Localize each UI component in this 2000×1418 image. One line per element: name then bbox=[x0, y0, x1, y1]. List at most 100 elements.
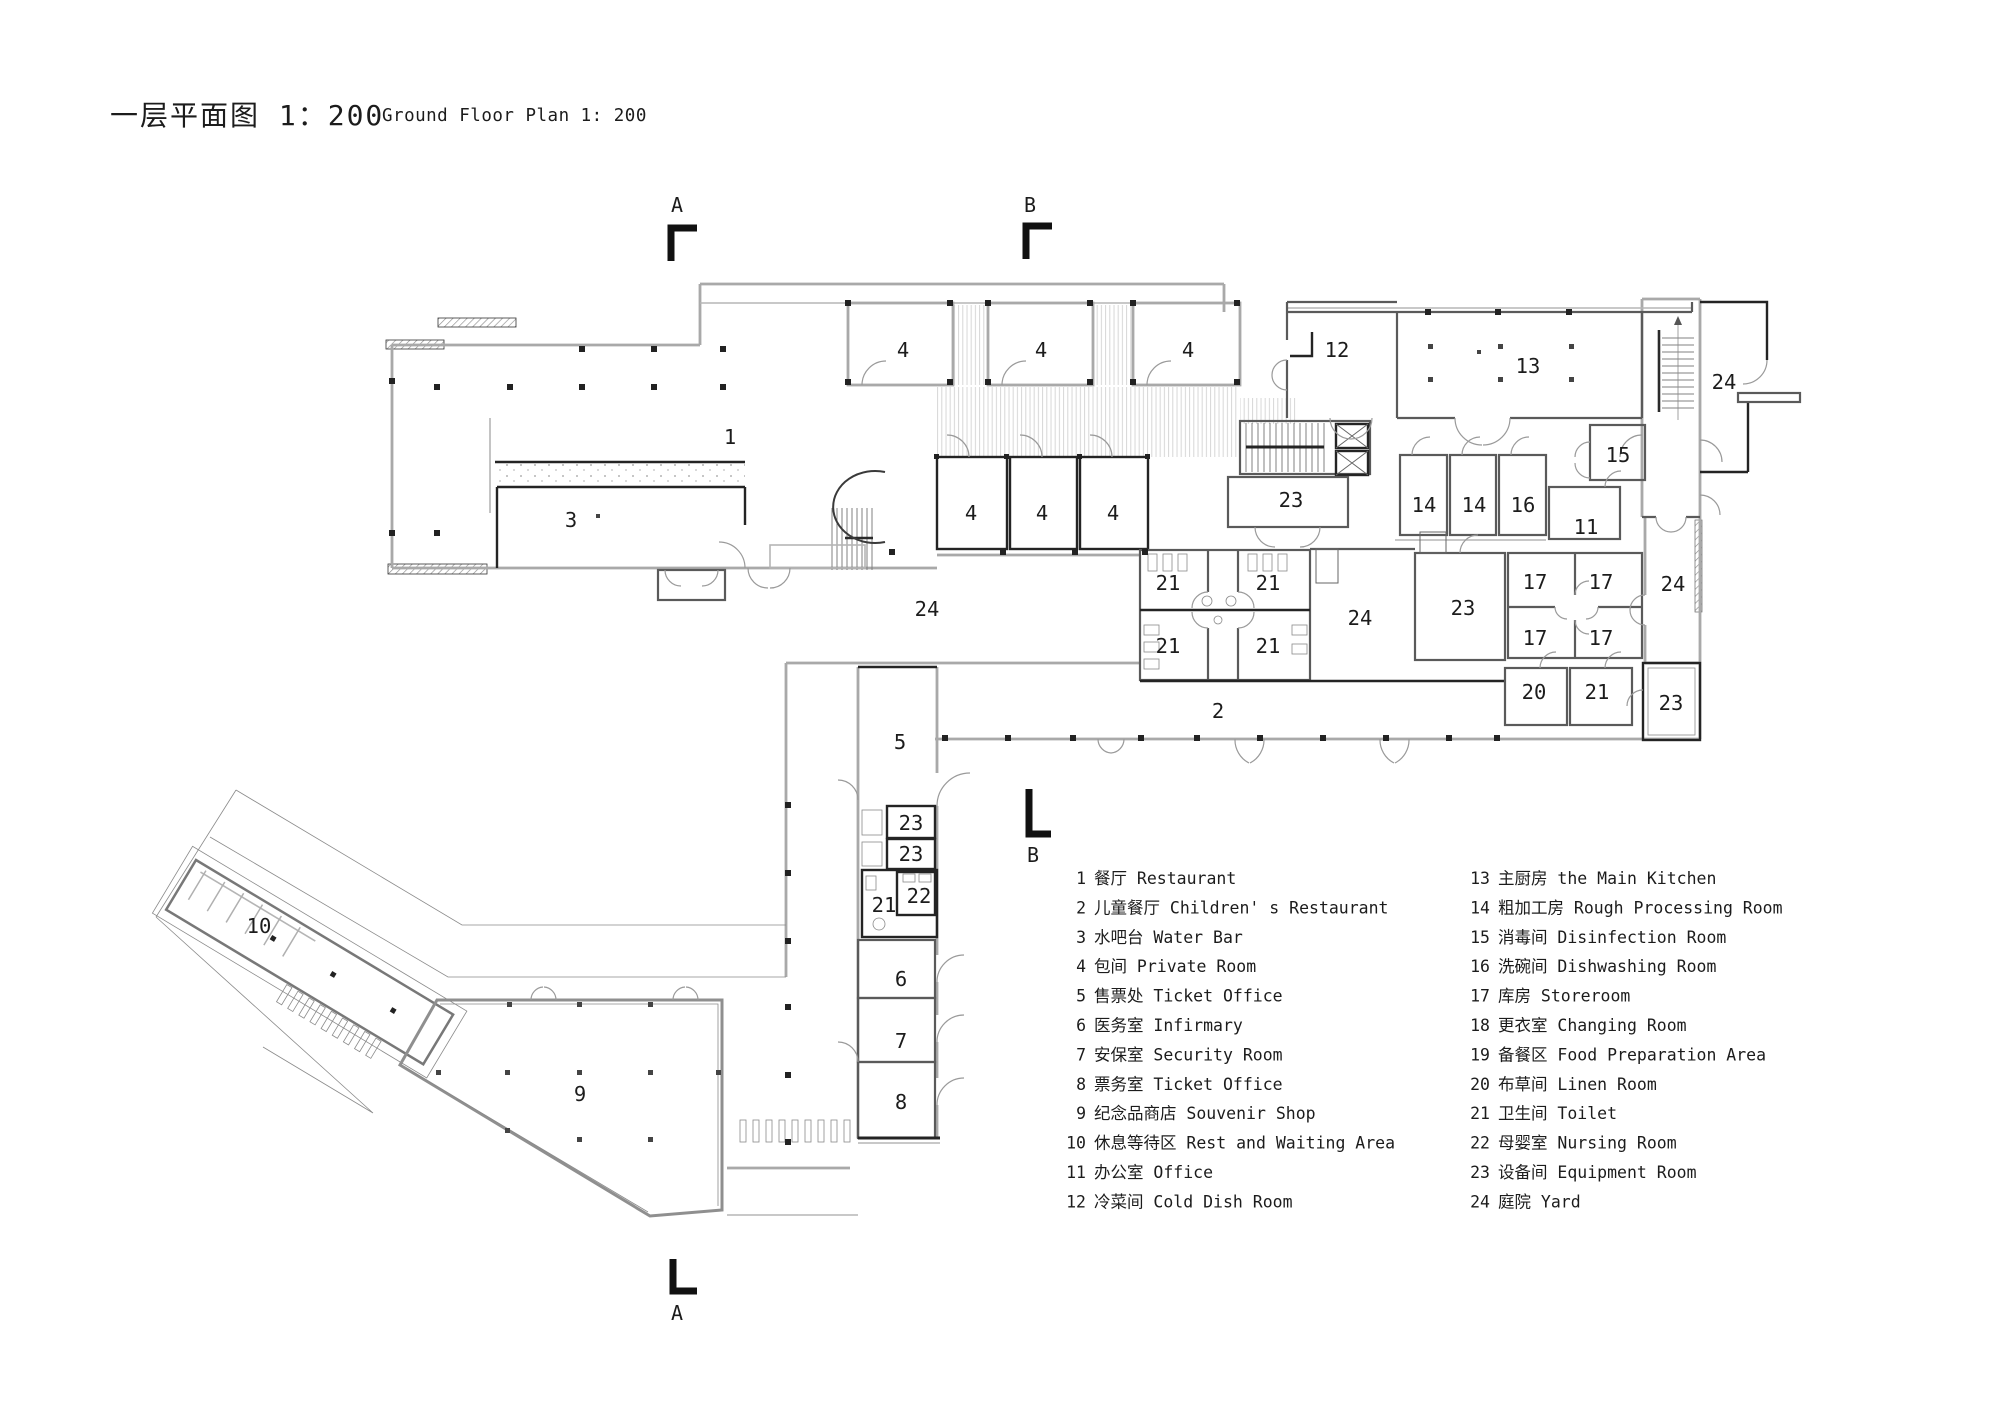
room-label: 1 bbox=[724, 425, 736, 449]
page-title-zh: 一层平面图 1：200 bbox=[110, 99, 384, 132]
room-label: 17 bbox=[1589, 570, 1614, 594]
room-label: 23 bbox=[1451, 596, 1476, 620]
legend-number: 8 bbox=[1076, 1075, 1086, 1094]
room-label: 11 bbox=[1574, 515, 1599, 539]
legend-number: 20 bbox=[1470, 1075, 1490, 1094]
room-label: 4 bbox=[1035, 338, 1047, 362]
legend-number: 6 bbox=[1076, 1016, 1086, 1035]
legend-entry: 母婴室 Nursing Room bbox=[1498, 1134, 1677, 1153]
room-label: 4 bbox=[965, 501, 977, 525]
legend-entry: 更衣室 Changing Room bbox=[1498, 1016, 1687, 1035]
section-cut-icon bbox=[669, 1259, 697, 1295]
room-label: 21 bbox=[1256, 634, 1281, 658]
section-cut-icon bbox=[1022, 222, 1052, 259]
section-letter: B bbox=[1027, 843, 1039, 867]
legend-number: 24 bbox=[1470, 1192, 1490, 1211]
legend-entry: 纪念品商店 Souvenir Shop bbox=[1094, 1103, 1316, 1123]
room-label: 24 bbox=[1348, 606, 1373, 630]
room-label: 6 bbox=[895, 967, 907, 991]
room-label: 17 bbox=[1523, 570, 1548, 594]
legend-number: 4 bbox=[1076, 957, 1086, 976]
section-marker-bottom-b: B bbox=[1025, 789, 1051, 867]
legend-entry: 办公室 Office bbox=[1094, 1163, 1213, 1182]
room-label: 23 bbox=[1279, 488, 1304, 512]
legend-entry: 粗加工房 Rough Processing Room bbox=[1498, 898, 1783, 917]
legend-entry: 医务室 Infirmary bbox=[1094, 1016, 1243, 1035]
legend-entry: 库房 Storeroom bbox=[1498, 987, 1630, 1006]
room-label: 7 bbox=[895, 1029, 907, 1053]
legend-number: 15 bbox=[1470, 928, 1490, 947]
room-label: 4 bbox=[1036, 501, 1048, 525]
legend-entry: 水吧台 Water Bar bbox=[1094, 928, 1243, 947]
legend-entry: 庭院 Yard bbox=[1498, 1192, 1581, 1211]
room-label: 24 bbox=[1661, 572, 1686, 596]
room-label: 14 bbox=[1462, 493, 1487, 517]
legend-number: 11 bbox=[1066, 1163, 1086, 1182]
legend-number: 5 bbox=[1076, 987, 1086, 1006]
room-label: 5 bbox=[894, 730, 906, 754]
room-label: 21 bbox=[1156, 634, 1181, 658]
legend-number: 18 bbox=[1470, 1016, 1490, 1035]
legend-number: 9 bbox=[1076, 1104, 1086, 1123]
room-label: 23 bbox=[899, 811, 924, 835]
room-label: 10 bbox=[247, 914, 272, 938]
legend-entry: 设备间 Equipment Room bbox=[1498, 1163, 1697, 1182]
legend-entry: 主厨房 the Main Kitchen bbox=[1498, 869, 1716, 888]
section-cut-icon bbox=[667, 224, 697, 261]
room-label: 23 bbox=[1659, 691, 1684, 715]
legend-entry: 包间 Private Room bbox=[1094, 957, 1256, 976]
section-cut-icon bbox=[1025, 789, 1051, 838]
legend-entry: 洗碗间 Dishwashing Room bbox=[1498, 957, 1716, 976]
room-label: 4 bbox=[897, 338, 909, 362]
room-label: 12 bbox=[1325, 338, 1350, 362]
room-label: 21 bbox=[1585, 680, 1610, 704]
legend-entry: 安保室 Security Room bbox=[1094, 1045, 1283, 1064]
room-label: 21 bbox=[1256, 571, 1281, 595]
room-label: 20 bbox=[1522, 680, 1547, 704]
legend-entry: 售票处 Ticket Office bbox=[1094, 987, 1283, 1006]
room-label: 3 bbox=[565, 508, 577, 532]
columns bbox=[389, 300, 1574, 1145]
room-label: 24 bbox=[915, 597, 940, 621]
section-marker-bottom-a: A bbox=[669, 1259, 697, 1325]
legend-number: 17 bbox=[1470, 987, 1490, 1006]
legend-number: 23 bbox=[1470, 1163, 1490, 1182]
door-arcs bbox=[530, 359, 1768, 1106]
legend-entry: 票务室 Ticket Office bbox=[1094, 1075, 1283, 1094]
legend-entry: 餐厅 Restaurant bbox=[1094, 869, 1236, 888]
legend-number: 16 bbox=[1470, 957, 1490, 976]
legend-number: 12 bbox=[1066, 1192, 1086, 1211]
legend-number: 10 bbox=[1066, 1134, 1086, 1153]
section-marker-top-a: A bbox=[667, 193, 697, 261]
legend-entry: 休息等待区 Rest and Waiting Area bbox=[1094, 1134, 1395, 1153]
legend-entry: 冷菜间 Cold Dish Room bbox=[1094, 1192, 1293, 1211]
room-label: 14 bbox=[1412, 493, 1437, 517]
legend-number: 7 bbox=[1076, 1045, 1086, 1064]
room-label: 2 bbox=[1212, 699, 1224, 723]
room-label: 13 bbox=[1516, 354, 1541, 378]
room-label: 8 bbox=[895, 1090, 907, 1114]
room-label: 4 bbox=[1107, 501, 1119, 525]
section-letter: A bbox=[671, 1301, 683, 1325]
legend-number: 13 bbox=[1470, 869, 1490, 888]
legend-entry: 备餐区 Food Preparation Area bbox=[1498, 1045, 1766, 1064]
legend-number: 19 bbox=[1470, 1045, 1490, 1064]
legend-number: 22 bbox=[1470, 1134, 1490, 1153]
room-label: 21 bbox=[872, 893, 897, 917]
legend-entry: 消毒间 Disinfection Room bbox=[1498, 928, 1726, 947]
page-title-en: Ground Floor Plan 1: 200 bbox=[382, 106, 647, 126]
section-marker-top-b: B bbox=[1022, 193, 1052, 259]
legend-number: 14 bbox=[1470, 898, 1490, 917]
room-label: 4 bbox=[1182, 338, 1194, 362]
room-label: 22 bbox=[907, 884, 932, 908]
legend-number: 2 bbox=[1076, 898, 1086, 917]
room-label: 15 bbox=[1606, 443, 1631, 467]
legend-entry: 卫生间 Toilet bbox=[1498, 1104, 1617, 1123]
legend-number: 3 bbox=[1076, 928, 1086, 947]
room-label: 23 bbox=[899, 842, 924, 866]
legend-entry: 儿童餐厅 Children' s Restaurant bbox=[1094, 898, 1388, 917]
legend-number: 21 bbox=[1470, 1104, 1490, 1123]
floor-plan-walls bbox=[151, 282, 1802, 1218]
